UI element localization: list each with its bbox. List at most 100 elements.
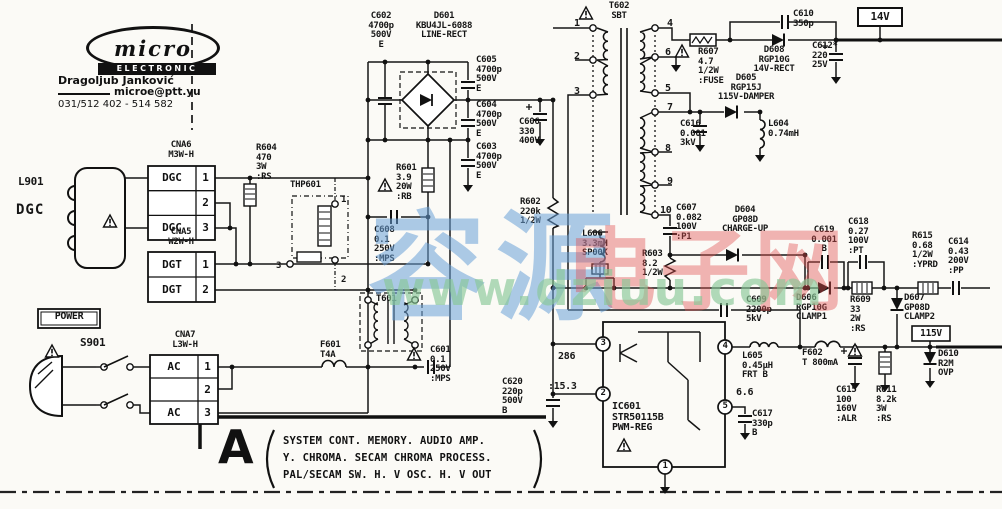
- label-d601: D601 KBU4JL-6088 LINE-RECT: [415, 11, 473, 41]
- t602-pin-3: 3: [574, 86, 580, 97]
- label-l901: L901: [18, 175, 44, 188]
- label-r607: R607 4.7 1/2W :FUSE: [698, 47, 724, 86]
- callout-line-2: Y. CHROMA. SECAM CHROMA PROCESS.: [283, 452, 492, 464]
- label-c612: C612* 220 25V: [812, 41, 838, 71]
- thp-pin-2: 2: [341, 275, 347, 285]
- capacitor-plates: [378, 15, 960, 423]
- phone-text: 031/512 402 - 514 582: [58, 99, 174, 110]
- label-c606: C606 330 400V: [519, 117, 540, 147]
- label-ic601: IC601 STR50115B PWM-REG: [612, 401, 664, 434]
- callout-letter-a: A: [218, 420, 254, 474]
- label-d608: D608 RGP10G 14V-RECT: [753, 45, 795, 75]
- t602-pin-10: 10: [660, 205, 672, 216]
- cna6-row3-pin: 3: [202, 221, 209, 234]
- cna5-row2-pin: 2: [202, 283, 209, 296]
- t602-pin-1: 1: [574, 18, 580, 29]
- label-l604: L604 0.74mH: [768, 119, 799, 139]
- cna6-row2-pin: 2: [202, 196, 209, 209]
- label-cna6: CNA6 M3W-H: [168, 140, 194, 160]
- label-f601: F601 T4A: [320, 340, 341, 360]
- label-f602: F602 T 800mA: [802, 348, 838, 368]
- label-d610: D610 R2M OVP: [938, 349, 959, 379]
- label-d607: D607 GP08D CLAMP2: [904, 293, 935, 323]
- label-t602: T602 SBT: [608, 1, 630, 21]
- email-text: microe@ptt.yu: [114, 86, 201, 98]
- brand-logo-text: micro: [113, 35, 193, 61]
- label-c617: C617 330p B: [752, 409, 773, 439]
- label-c609: C609 2200p 5kV: [746, 295, 772, 325]
- label-c620: C620 220p 500V B: [502, 377, 523, 416]
- callout-line-3: PAL/SECAM SW. H. V OSC. H. V OUT: [283, 469, 492, 481]
- d610-diode: [922, 351, 938, 365]
- fuse-symbols: [321, 340, 841, 368]
- cna7-row1-pin: 1: [204, 360, 211, 373]
- cna5-row1-pin: 1: [202, 258, 209, 271]
- t602-pin-5: 5: [665, 83, 671, 94]
- thp-pin-3: 3: [276, 261, 282, 271]
- label-d605: D605 RGP15J 115V-DAMPER: [717, 73, 775, 103]
- label-c615: C615 100 160V :ALR: [836, 385, 857, 424]
- t602-pin-2: 2: [574, 51, 580, 62]
- label-r601: R601 3.9 20W :RB: [396, 163, 417, 202]
- callout-line-1: SYSTEM CONT. MEMORY. AUDIO AMP.: [283, 435, 486, 447]
- t602-pin-6: 6: [665, 47, 671, 58]
- cna5-row1-label: DGT: [162, 258, 182, 271]
- thp-pin-1: 1: [341, 195, 347, 205]
- cna6-row1-label: DGC: [162, 171, 182, 184]
- label-c610: C610 350p: [793, 9, 814, 29]
- label-c601: C601 0.1 250V :MPS: [430, 345, 451, 384]
- t602-pin-7: 7: [667, 102, 673, 113]
- label-l606: L606 3.3mH SP00K: [582, 229, 608, 259]
- label-r615: R615 0.68 1/2W :YPRD: [912, 231, 938, 270]
- t602-pin-8: 8: [665, 143, 671, 154]
- label-c618: C618 0.27 100V :PT: [848, 217, 869, 256]
- label-r611: R611 8.2k 3W :RS: [876, 385, 897, 424]
- label-cna5: CNA5 W2W-H: [168, 227, 194, 247]
- label-c603: C603 4700p 500V E: [476, 142, 502, 181]
- cna7-row3-pin: 3: [204, 406, 211, 419]
- label-cna7: CNA7 L3W-H: [172, 330, 198, 350]
- label-r604: R604 470 3W :RS: [256, 143, 277, 182]
- annotation-pin2-voltage: :15.3: [548, 381, 577, 392]
- ic601-pin-5: 5: [722, 401, 728, 411]
- t602-pin-4: 4: [667, 18, 673, 29]
- cna7-row2-pin: 2: [204, 383, 211, 396]
- label-c605: C605 4700p 500V E: [476, 55, 502, 94]
- label-dgc: DGC: [16, 202, 45, 218]
- bridge-rectifier-box: [399, 71, 457, 129]
- t602-pin-9: 9: [667, 176, 673, 187]
- d606-diode: [817, 280, 831, 296]
- ic601-pin-1: 1: [662, 461, 668, 471]
- cna7-row1-label: AC: [167, 360, 181, 373]
- annotation-pin3-voltage: 286: [558, 351, 576, 362]
- rail-label-115v: 115V: [920, 328, 942, 339]
- label-c616: C616 0.001 3kV: [680, 119, 706, 149]
- author-name: Dragoljub Janković: [58, 74, 174, 87]
- cna6-row3-label: DGC: [162, 221, 182, 234]
- label-d604: D604 GP08D CHARGE-UP: [721, 205, 769, 235]
- cna7-row3-label: AC: [167, 406, 181, 419]
- label-power: POWER: [54, 311, 84, 322]
- label-d606: D606 RGP10G CLAMP1: [796, 293, 827, 323]
- label-t601: T601: [376, 294, 397, 304]
- cna5-row2-label: DGT: [162, 283, 182, 296]
- coil-symbols: [599, 119, 779, 348]
- mains-plug-symbol: [28, 354, 63, 418]
- cna6-row1-pin: 1: [202, 171, 209, 184]
- d607-diode: [889, 297, 905, 311]
- t601-box: [359, 292, 423, 352]
- label-r603: R603 8.2 1/2W: [642, 249, 663, 279]
- resistor-boxes: [243, 33, 939, 375]
- annotation-pin5-voltage: 6.6: [736, 387, 754, 398]
- t602-transformer: [589, 24, 659, 219]
- d605-diode: [724, 104, 738, 120]
- brand-subtitle: ELECTRONIC: [98, 63, 216, 75]
- label-thp601: THP601: [290, 180, 321, 190]
- ic601-pin-2: 2: [600, 388, 606, 398]
- label-l605: L605 0.45μH FRT B: [742, 351, 773, 381]
- label-c602: C602 4700p 500V E: [368, 11, 394, 50]
- label-r609: R609 33 2W :RS: [850, 295, 871, 334]
- d604-diode: [725, 247, 739, 263]
- label-c604: C604 4700p 500V E: [476, 100, 502, 139]
